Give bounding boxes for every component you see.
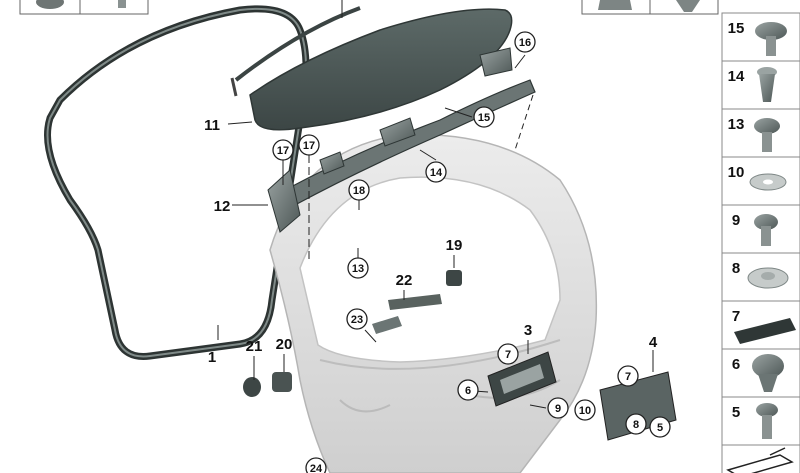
svg-text:9: 9 [555, 403, 561, 415]
callout-12: 12 [214, 198, 231, 215]
circled-23: 23 [346, 308, 368, 330]
rear-spoiler [230, 6, 513, 131]
circled-8: 8 [625, 413, 647, 435]
callout-21: 21 [246, 338, 263, 355]
parts-sidebar: 15 14 13 10 9 8 7 6 5 [721, 12, 800, 473]
top-left-part-boxes [19, 0, 149, 15]
leader-lines [217, 0, 654, 409]
svg-text:15: 15 [478, 112, 490, 124]
callout-20: 20 [276, 336, 293, 353]
sidebar-label-9: 9 [732, 212, 740, 229]
svg-text:16: 16 [519, 37, 531, 49]
callout-1: 1 [208, 349, 216, 366]
svg-text:24: 24 [310, 463, 323, 473]
svg-text:17: 17 [277, 145, 289, 157]
sidebar-label-15: 15 [728, 20, 745, 37]
sidebar-label-10: 10 [728, 164, 745, 181]
clip-14-icon [757, 67, 777, 102]
callout-3: 3 [524, 322, 532, 339]
svg-text:6: 6 [465, 385, 471, 397]
svg-text:13: 13 [352, 263, 364, 275]
circled-16: 16 [514, 31, 536, 53]
svg-text:14: 14 [430, 167, 443, 179]
sidebar-label-6: 6 [732, 356, 740, 373]
svg-text:8: 8 [633, 419, 639, 431]
small-hardware [243, 270, 462, 397]
circled-17-right: 17 [298, 134, 320, 156]
circled-7-a: 7 [497, 343, 519, 365]
circled-17-left: 17 [272, 139, 294, 161]
top-right-part-boxes [581, 0, 719, 15]
svg-text:17: 17 [303, 140, 315, 152]
svg-text:23: 23 [351, 314, 363, 326]
circled-18: 18 [348, 179, 370, 201]
callout-11: 11 [204, 117, 220, 134]
nut-6-icon [752, 354, 784, 392]
circled-13: 13 [347, 257, 369, 279]
washer-10-icon [749, 173, 787, 191]
svg-text:5: 5 [657, 422, 663, 434]
washer-8-icon [747, 267, 789, 289]
callout-19: 19 [446, 237, 463, 254]
circled-5: 5 [649, 416, 671, 438]
circled-6: 6 [457, 379, 479, 401]
circled-callouts: 16 15 17 17 14 18 13 23 7 6 9 10 7 8 5 2… [272, 31, 671, 473]
svg-text:7: 7 [505, 349, 511, 361]
vehicle-outline-icon [726, 447, 794, 473]
pad-7-icon [734, 318, 796, 344]
circled-14: 14 [425, 161, 447, 183]
sidebar-label-14: 14 [728, 68, 745, 85]
sidebar-label-7: 7 [732, 308, 740, 325]
tailgate-seal [44, 5, 310, 360]
license-plate-bracket [487, 351, 557, 407]
circled-10: 10 [574, 399, 596, 421]
svg-text:10: 10 [579, 405, 591, 417]
spoiler-support-rail [267, 47, 536, 233]
sidebar-label-13: 13 [728, 116, 745, 133]
sidebar-label-8: 8 [732, 260, 740, 277]
callout-labels: 11 12 1 19 22 21 20 3 4 [204, 117, 658, 366]
circled-7-b: 7 [617, 365, 639, 387]
circled-15: 15 [473, 106, 495, 128]
callout-4: 4 [649, 334, 658, 351]
sidebar-label-5: 5 [732, 404, 740, 421]
circled-24: 24 [305, 457, 327, 473]
svg-text:7: 7 [625, 371, 631, 383]
callout-22: 22 [396, 272, 413, 289]
svg-text:18: 18 [353, 185, 365, 197]
screw-15-icon [755, 22, 787, 56]
circled-9: 9 [547, 397, 569, 419]
screw-5-icon [756, 403, 778, 439]
bolt-9-icon [754, 214, 778, 246]
screw-13-icon [754, 118, 780, 152]
